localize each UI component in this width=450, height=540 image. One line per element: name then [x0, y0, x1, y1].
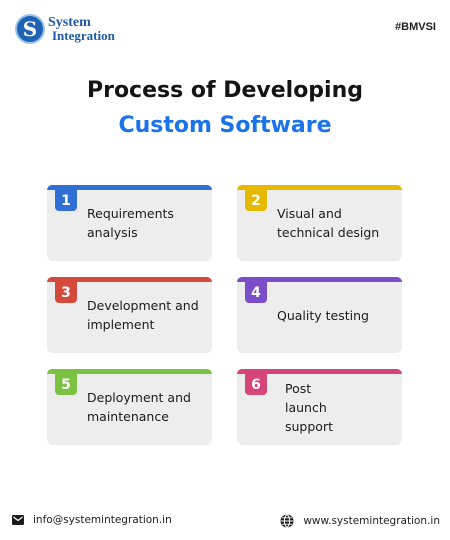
step-card-accent [237, 369, 402, 374]
footer-email-text[interactable]: info@systemintegration.in [33, 514, 172, 526]
step-number-badge: 5 [55, 374, 77, 395]
step-card-1: 1 Requirements analysis [47, 185, 212, 261]
step-card-6: 6 Post launch support [237, 369, 402, 445]
brand-logo: S System Integration [15, 14, 115, 44]
step-label: Quality testing [277, 307, 369, 323]
step-number-badge: 2 [245, 190, 267, 211]
brand-name: System Integration [48, 15, 115, 43]
logo-s-icon: S [15, 14, 45, 44]
step-label: Development and implement [87, 298, 199, 332]
step-card-accent [237, 185, 402, 190]
footer-website[interactable]: www.systemintegration.in [280, 514, 440, 528]
step-number-badge: 4 [245, 282, 267, 303]
step-card-5: 5 Deployment and maintenance [47, 369, 212, 445]
step-number-badge: 6 [245, 374, 267, 395]
globe-icon [280, 514, 294, 528]
mail-icon [12, 515, 24, 525]
step-label: Requirements analysis [87, 206, 174, 240]
step-card-accent [47, 277, 212, 282]
brand-name-line1: System [48, 15, 91, 30]
hashtag: #BMVSI [395, 21, 436, 33]
step-label: Deployment and maintenance [87, 390, 191, 424]
step-label: Visual and technical design [277, 206, 380, 240]
step-card-accent [47, 369, 212, 374]
brand-name-line2: Integration [52, 28, 115, 43]
step-card-accent [237, 277, 402, 282]
step-card-3: 3 Development and implement [47, 277, 212, 353]
page-title-line2: Custom Software [118, 113, 332, 138]
page-title-line1: Process of Developing [86, 78, 364, 103]
step-card-accent [47, 185, 212, 190]
step-number-badge: 3 [55, 282, 77, 303]
footer-email[interactable]: info@systemintegration.in [12, 514, 172, 526]
footer-website-text[interactable]: www.systemintegration.in [303, 515, 440, 527]
step-number-badge: 1 [55, 190, 77, 211]
step-card-4: 4 Quality testing [237, 277, 402, 353]
step-card-2: 2 Visual and technical design [237, 185, 402, 261]
step-label: Post launch support [285, 380, 333, 434]
